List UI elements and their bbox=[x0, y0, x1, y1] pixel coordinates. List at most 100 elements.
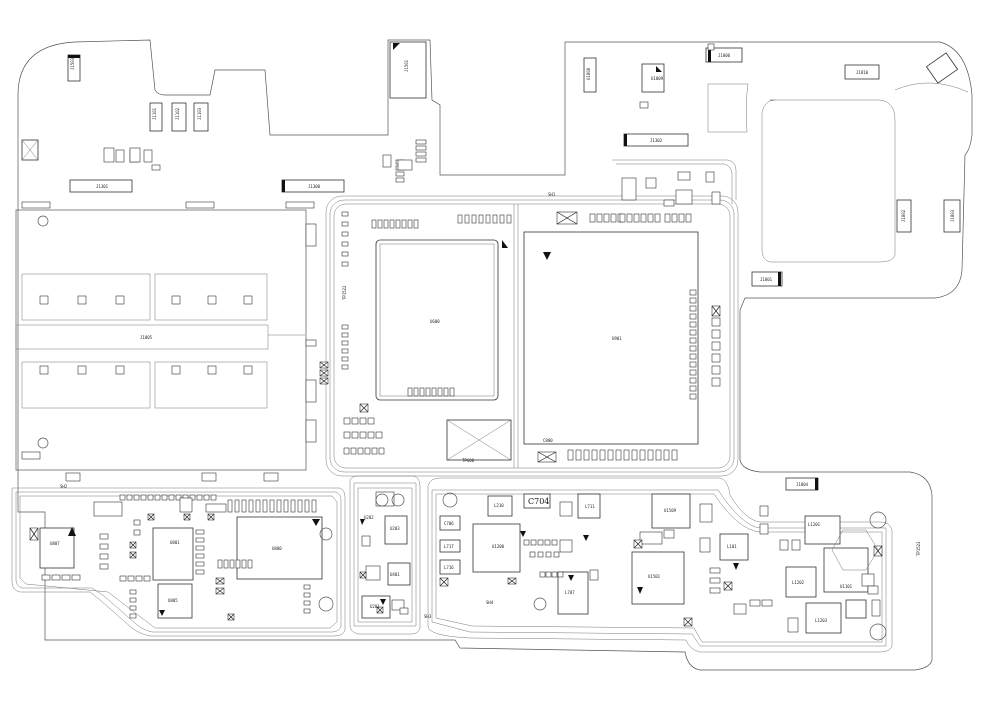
passive-pad bbox=[351, 431, 359, 439]
passive-pad bbox=[689, 297, 697, 304]
passive-pad bbox=[499, 214, 505, 224]
passive-pad bbox=[195, 537, 205, 543]
passive-pad bbox=[689, 361, 697, 368]
passive-pad bbox=[263, 472, 279, 482]
passive-pad bbox=[457, 214, 463, 224]
passive-pad bbox=[545, 551, 552, 558]
passive-pad bbox=[61, 574, 71, 581]
passive-pad bbox=[621, 177, 637, 201]
passive-pad bbox=[305, 223, 317, 247]
passive-pad bbox=[119, 494, 126, 501]
passive-pad bbox=[539, 571, 546, 578]
passive-mark bbox=[376, 606, 384, 614]
passive-pad bbox=[647, 449, 654, 461]
label-u1501: U1501 bbox=[648, 574, 661, 579]
passive-pad bbox=[449, 387, 455, 397]
passive-pad bbox=[341, 221, 349, 227]
passive-pad bbox=[154, 494, 161, 501]
passive-pad bbox=[711, 329, 721, 339]
passive-pad bbox=[269, 499, 275, 513]
passive-pad bbox=[689, 385, 697, 392]
passive-pad bbox=[255, 499, 261, 513]
passive-pad bbox=[663, 449, 670, 461]
passive-pad bbox=[689, 377, 697, 384]
label-j1800: J1800 bbox=[718, 53, 731, 58]
passive-pad bbox=[551, 571, 558, 578]
passive-pad bbox=[567, 449, 574, 461]
passive-pad bbox=[689, 321, 697, 328]
passive-mark bbox=[29, 527, 39, 541]
passive-pad bbox=[506, 214, 512, 224]
passive-pad bbox=[311, 499, 317, 513]
passive-pad bbox=[707, 43, 715, 51]
passive-pad bbox=[341, 340, 349, 346]
passive-pad bbox=[711, 191, 721, 205]
label-u600: U600 bbox=[430, 319, 440, 324]
passive-pad bbox=[671, 449, 678, 461]
passive-pad bbox=[357, 447, 364, 455]
passive-pad bbox=[610, 213, 617, 223]
passive-pad bbox=[711, 353, 721, 363]
passive-pad bbox=[401, 219, 407, 229]
label-u401: U401 bbox=[390, 572, 400, 577]
passive-pad bbox=[171, 365, 181, 375]
passive-pad bbox=[443, 387, 449, 397]
passive-pad bbox=[207, 365, 217, 375]
passive-pad bbox=[415, 145, 427, 151]
passive-pad bbox=[161, 494, 168, 501]
passive-pad bbox=[485, 214, 491, 224]
passive-pad bbox=[77, 365, 87, 375]
passive-pad bbox=[129, 597, 137, 603]
passive-pad bbox=[689, 305, 697, 312]
passive-pad bbox=[243, 295, 253, 305]
passive-mark bbox=[319, 369, 329, 377]
passive-pad bbox=[791, 539, 801, 551]
passive-mark bbox=[215, 577, 225, 585]
passive-mark bbox=[537, 451, 557, 463]
label-c704: C704 bbox=[528, 497, 549, 506]
passive-pad bbox=[143, 149, 153, 163]
passive-pad bbox=[41, 574, 51, 581]
label-tp2: TP1523 bbox=[916, 541, 921, 556]
passive-pad bbox=[227, 499, 233, 513]
passive-pad bbox=[305, 379, 317, 403]
label-j1101: J1101 bbox=[152, 107, 157, 120]
passive-pad bbox=[733, 603, 747, 615]
passive-pad bbox=[589, 569, 599, 581]
passive-pad bbox=[361, 535, 371, 547]
label-u1808: U1808 bbox=[586, 67, 591, 80]
passive-mark bbox=[683, 617, 693, 627]
passive-mark bbox=[227, 613, 235, 621]
passive-pad bbox=[290, 499, 296, 513]
label-l210: L210 bbox=[494, 503, 504, 508]
passive-pad bbox=[647, 213, 654, 223]
passive-pad bbox=[689, 393, 697, 400]
passive-pad bbox=[492, 214, 498, 224]
passive-pad bbox=[553, 551, 560, 558]
passive-pad bbox=[285, 201, 315, 209]
passive-pad bbox=[51, 574, 61, 581]
label-l711: L711 bbox=[585, 504, 595, 509]
label-u1200: U1200 bbox=[492, 544, 505, 549]
passive-pad bbox=[375, 431, 383, 439]
passive-pad bbox=[689, 289, 697, 296]
passive-pad bbox=[115, 295, 125, 305]
passive-pad bbox=[341, 364, 349, 370]
passive-pad bbox=[378, 447, 385, 455]
passive-pad bbox=[559, 501, 573, 517]
passive-pad bbox=[619, 213, 626, 223]
passive-pad bbox=[654, 213, 661, 223]
passive-pad bbox=[677, 171, 691, 181]
passive-pad bbox=[147, 494, 154, 501]
passive-mark bbox=[129, 551, 137, 559]
label-tp600: TP600 bbox=[462, 458, 475, 463]
passive-pad bbox=[341, 251, 349, 257]
passive-mark bbox=[439, 577, 449, 587]
label-l1203: L1203 bbox=[815, 618, 828, 623]
passive-pad bbox=[599, 449, 606, 461]
passive-pad bbox=[115, 149, 125, 163]
passive-pad bbox=[761, 599, 773, 607]
passive-pad bbox=[305, 339, 317, 347]
passive-pad bbox=[71, 574, 81, 581]
passive-pad bbox=[168, 494, 175, 501]
